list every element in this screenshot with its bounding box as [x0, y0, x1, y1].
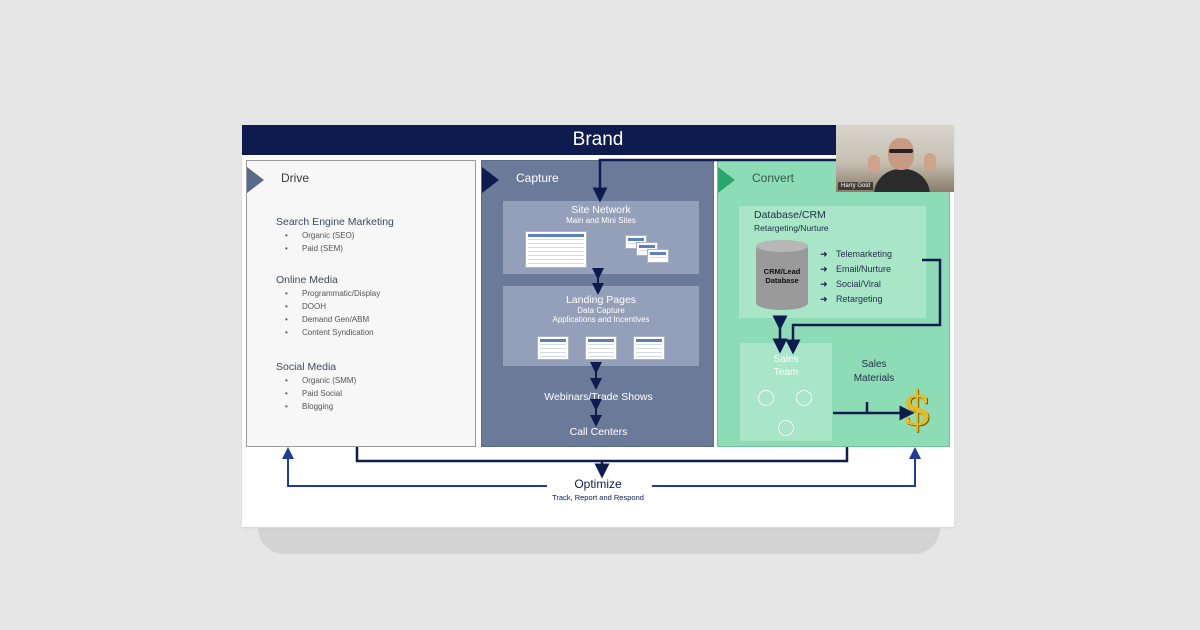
webinars-label: Webinars/Trade Shows — [544, 391, 653, 403]
group-search-engine-marketing: Search Engine Marketing Organic (SEO) Pa… — [276, 216, 394, 257]
person-icon — [758, 390, 774, 406]
capture-column: Capture Site Network Main and Mini Sites… — [481, 160, 714, 447]
landing-pages-box: Landing Pages Data Capture Applications … — [503, 286, 699, 366]
convert-column: Convert Database/CRM Retargeting/Nurture… — [717, 160, 950, 447]
list-item: Demand Gen/ABM — [285, 315, 380, 324]
drive-title: Drive — [281, 171, 310, 185]
group-title: Social Media — [276, 361, 337, 373]
dollar-sign-icon: $ — [902, 381, 933, 437]
optimize-title: Optimize — [574, 477, 622, 491]
capture-title: Capture — [516, 171, 559, 185]
output-retargeting: Retargeting — [820, 294, 882, 305]
sales-team-line2: Team — [773, 367, 799, 378]
landing-pages-line1: Data Capture — [577, 306, 625, 315]
list-item: Organic (SEO) — [285, 231, 394, 240]
list-item: Paid (SEM) — [285, 244, 394, 253]
database-crm-box: Database/CRM Retargeting/Nurture CRM/Lea… — [739, 206, 926, 318]
list-item: Content Syndication — [285, 328, 380, 337]
optimize-subtitle: Track, Report and Respond — [552, 493, 644, 502]
drive-column: Drive Search Engine Marketing Organic (S… — [246, 160, 476, 447]
landing-pages-title: Landing Pages — [565, 294, 637, 306]
site-network-subtitle: Main and Mini Sites — [566, 216, 636, 225]
database-title: Database/CRM — [754, 209, 826, 221]
hand-icon — [868, 155, 880, 173]
landing-pages-line2: Applications and Incentives — [552, 315, 650, 324]
capture-chevron-icon — [482, 167, 499, 193]
convert-title: Convert — [752, 171, 795, 185]
sales-team-line1: Sales — [773, 354, 799, 365]
sales-materials-label: Sales Materials — [844, 358, 904, 386]
call-centers-label: Call Centers — [569, 426, 628, 438]
output-email-nurture: Email/Nurture — [820, 264, 891, 275]
convert-chevron-icon — [718, 167, 735, 193]
presenter-head — [888, 138, 914, 170]
landing-page-thumbnail — [633, 336, 665, 360]
group-title: Search Engine Marketing — [276, 216, 394, 228]
group-title: Online Media — [276, 274, 338, 286]
person-icon — [778, 420, 794, 436]
presenter-body — [874, 169, 930, 192]
webcam-video[interactable]: Harry Gold — [836, 125, 954, 192]
sales-materials-line1: Sales — [861, 359, 887, 370]
landing-page-thumbnail — [537, 336, 569, 360]
sales-materials-line2: Materials — [853, 373, 895, 384]
brand-banner: Brand — [242, 125, 954, 155]
list-item: Paid Social — [285, 389, 356, 398]
group-social-media: Social Media Organic (SMM) Paid Social B… — [276, 361, 356, 415]
group-online-media: Online Media Programmatic/Display DOOH D… — [276, 274, 380, 341]
site-network-title: Site Network — [571, 204, 631, 216]
list-item: Organic (SMM) — [285, 376, 356, 385]
person-icon — [796, 390, 812, 406]
cylinder-label-line2: Database — [765, 276, 799, 285]
drive-chevron-icon — [247, 167, 264, 193]
bottom-collector-line — [355, 447, 849, 463]
glasses-icon — [889, 149, 913, 153]
site-network-box: Site Network Main and Mini Sites — [503, 201, 699, 274]
list-item: Blogging — [285, 402, 356, 411]
slide-shadow — [258, 528, 940, 554]
mini-site-thumbnail — [647, 249, 669, 263]
participant-name: Harry Gold — [838, 182, 874, 190]
list-item: DOOH — [285, 302, 380, 311]
output-social-viral: Social/Viral — [820, 279, 881, 290]
hand-icon — [924, 153, 936, 171]
presentation-slide: Brand Drive Search Engine Marketing Orga… — [242, 125, 954, 527]
landing-page-thumbnail — [585, 336, 617, 360]
database-subtitle: Retargeting/Nurture — [754, 223, 829, 233]
website-thumbnail — [525, 231, 587, 268]
list-item: Programmatic/Display — [285, 289, 380, 298]
cylinder-label-line1: CRM/Lead — [763, 267, 801, 276]
output-telemarketing: Telemarketing — [820, 249, 892, 260]
sales-team-box: Sales Team — [740, 343, 832, 441]
